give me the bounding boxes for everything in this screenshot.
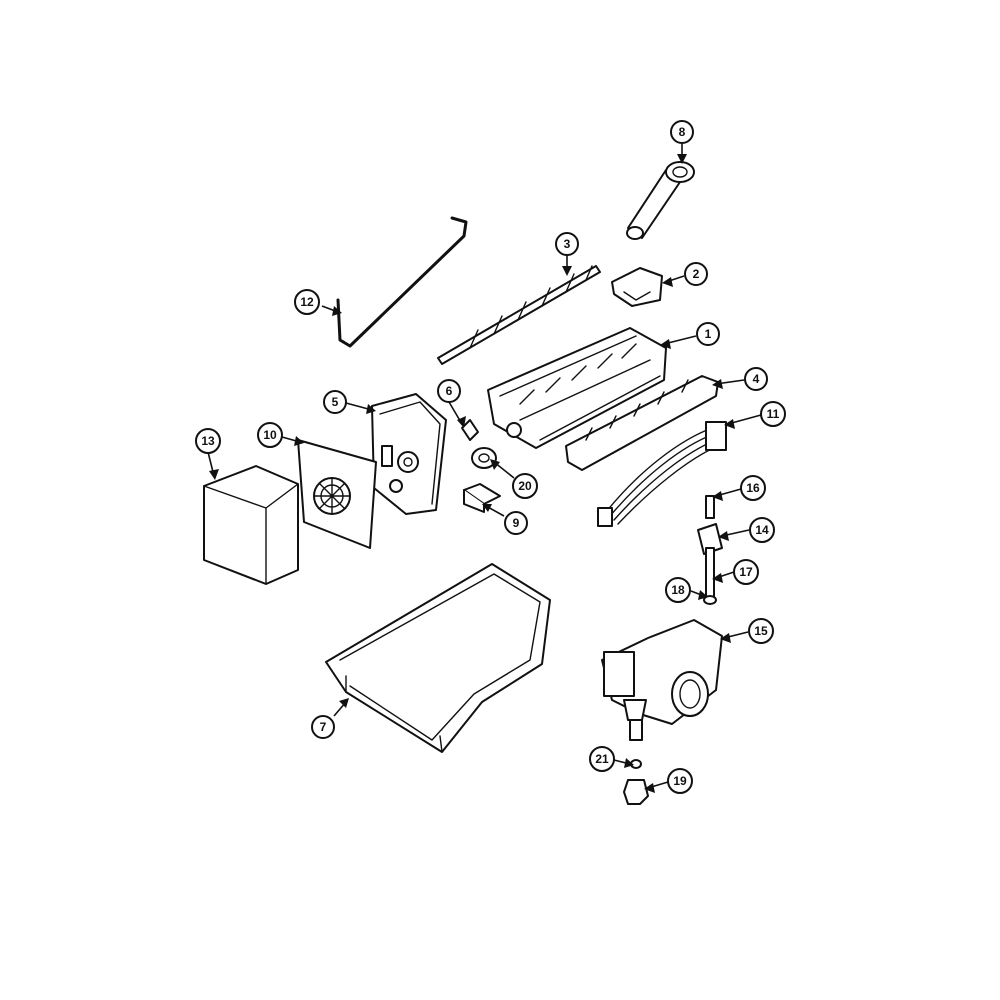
part-stripper: [565, 375, 719, 471]
callout-16: 16: [740, 475, 766, 501]
part-ice-bucket: [325, 563, 551, 753]
callout-label-17: 17: [739, 565, 753, 579]
part-water-valve: [601, 619, 723, 741]
callout-label-2: 2: [693, 267, 700, 281]
part-fill-tube: [626, 161, 695, 240]
callout-label-16: 16: [746, 481, 760, 495]
part-control-module: [371, 393, 447, 515]
callout-10: 10: [257, 422, 283, 448]
part-bearing-cover: [611, 267, 663, 307]
callout-label-9: 9: [513, 516, 520, 530]
callout-label-3: 3: [564, 237, 571, 251]
part-shutoff-arm: [336, 216, 468, 348]
part-16-pin: [705, 495, 715, 519]
callout-7: 7: [311, 715, 335, 739]
part-mounting-plate: [297, 439, 377, 549]
part-14-clamp: [697, 523, 723, 555]
callout-3: 3: [555, 232, 579, 256]
callout-13: 13: [195, 428, 221, 454]
part-thermostat: [471, 447, 497, 469]
callout-14: 14: [749, 517, 775, 543]
callout-label-13: 13: [201, 434, 215, 448]
part-19-nut: [623, 779, 649, 805]
callout-label-14: 14: [755, 523, 769, 537]
callout-label-10: 10: [263, 428, 277, 442]
leader-arrowheads: [209, 154, 735, 793]
callout-label-7: 7: [320, 720, 327, 734]
callout-1: 1: [696, 322, 720, 346]
callout-15: 15: [748, 618, 774, 644]
callout-label-6: 6: [446, 384, 453, 398]
callout-18: 18: [665, 577, 691, 603]
callout-label-12: 12: [300, 295, 314, 309]
callout-11: 11: [760, 401, 786, 427]
callout-label-8: 8: [679, 125, 686, 139]
callout-label-20: 20: [518, 479, 532, 493]
callout-19: 19: [667, 768, 693, 794]
callout-5: 5: [323, 390, 347, 414]
callout-label-1: 1: [705, 327, 712, 341]
callout-label-11: 11: [767, 407, 780, 421]
callout-8: 8: [670, 120, 694, 144]
callout-17: 17: [733, 559, 759, 585]
callout-4: 4: [744, 367, 768, 391]
callout-label-21: 21: [595, 752, 609, 766]
callout-9: 9: [504, 511, 528, 535]
callout-6: 6: [437, 379, 461, 403]
callout-label-15: 15: [754, 624, 768, 638]
part-ejector-shaft: [437, 265, 601, 365]
callout-12: 12: [294, 289, 320, 315]
part-bracket: [463, 483, 501, 513]
callout-label-18: 18: [671, 583, 685, 597]
part-front-cover: [203, 465, 299, 585]
part-wiring-harness: [597, 421, 727, 527]
part-mold-heater: [487, 327, 667, 449]
callout-21: 21: [589, 746, 615, 772]
callout-20: 20: [512, 473, 538, 499]
callout-label-19: 19: [673, 774, 687, 788]
part-water-tube: [703, 547, 717, 605]
callout-label-4: 4: [753, 372, 760, 386]
callout-2: 2: [684, 262, 708, 286]
callout-label-5: 5: [332, 395, 339, 409]
part-6-clip: [461, 419, 479, 441]
